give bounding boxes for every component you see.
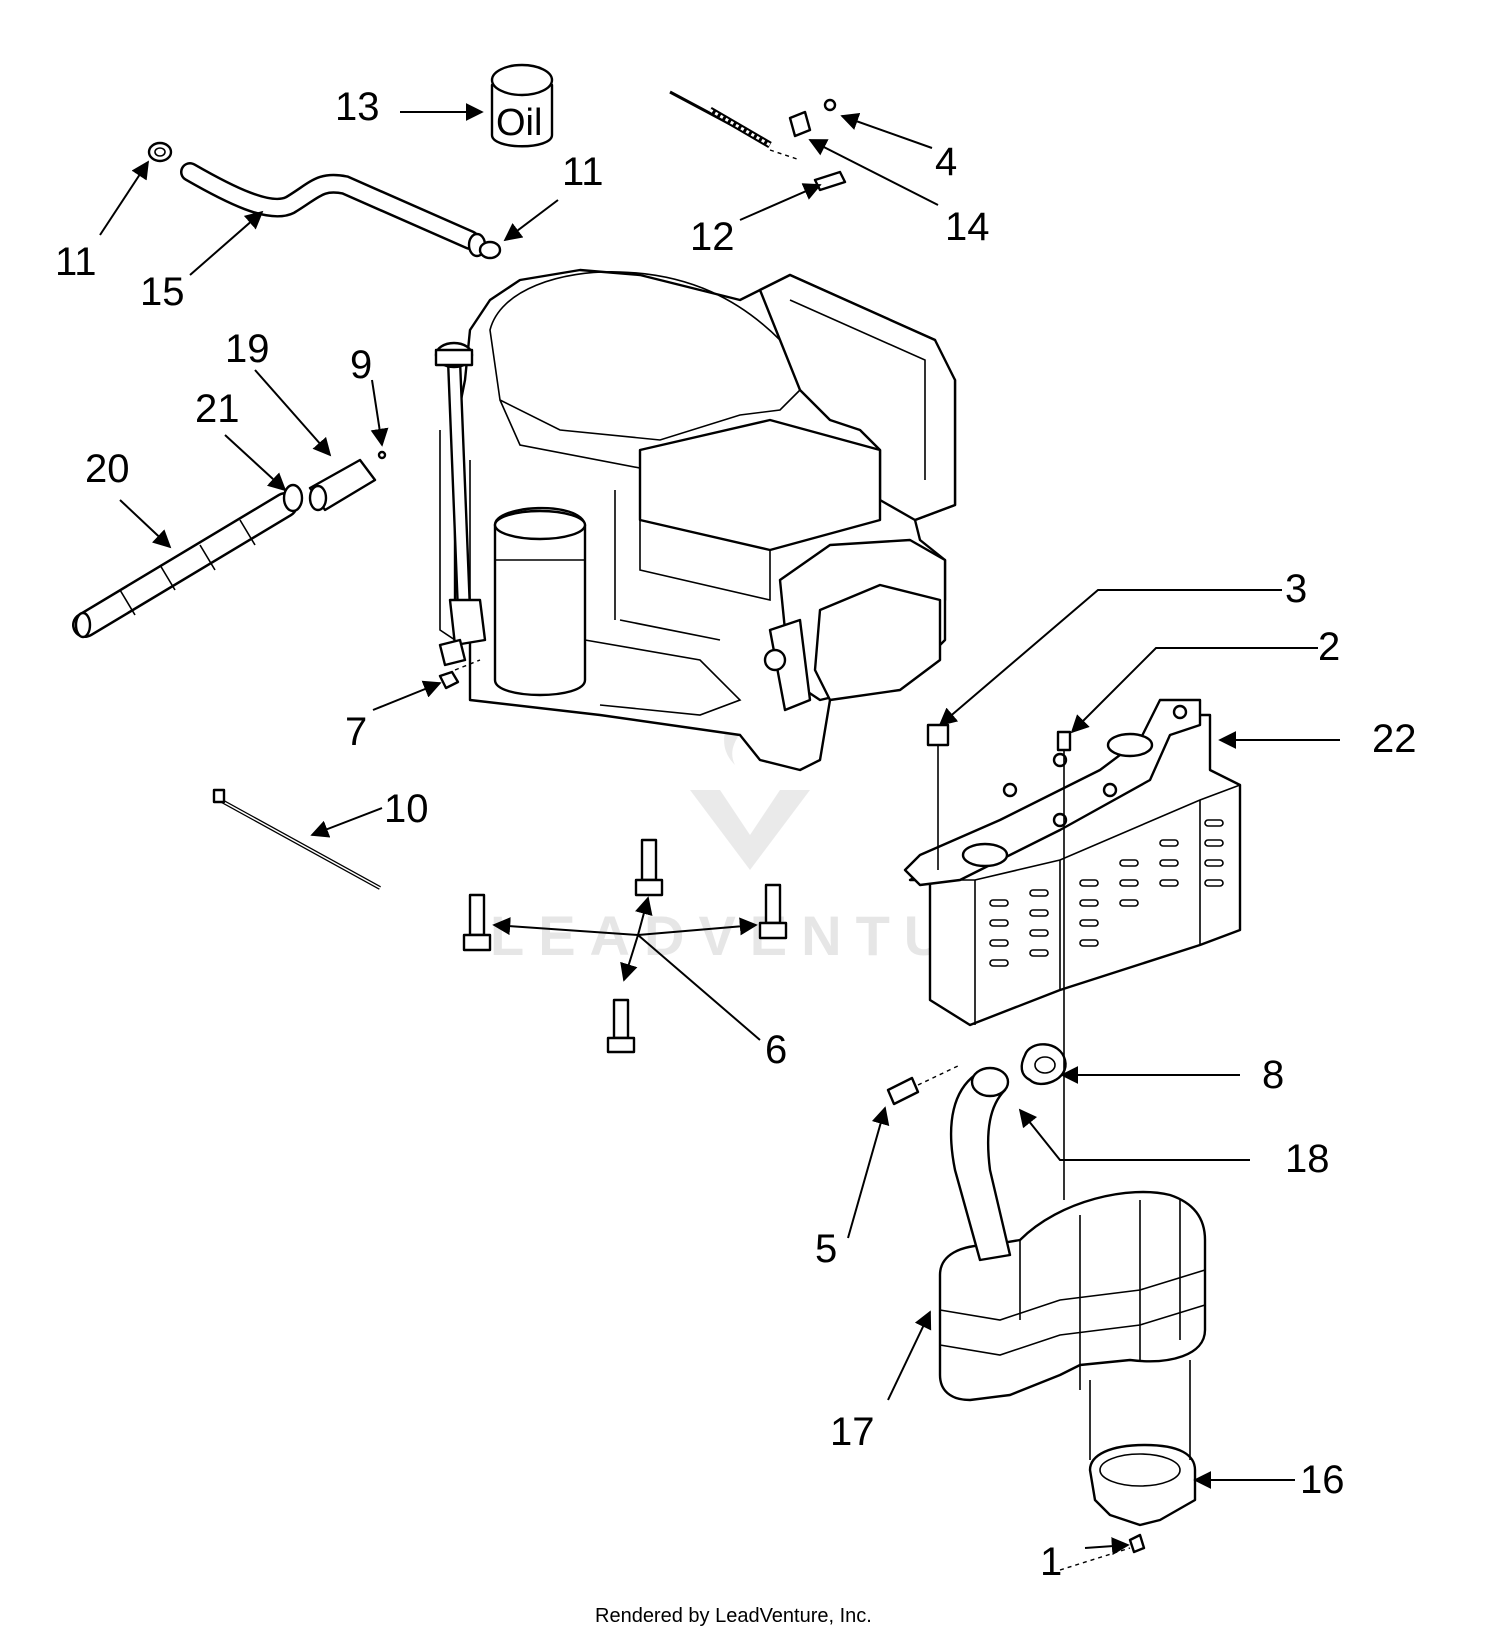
breather-hose (180, 162, 487, 258)
callout-19: 19 (225, 327, 270, 371)
callout-11-left: 11 (55, 240, 97, 284)
callout-1: 1 (1040, 1540, 1062, 1584)
bolt-left (462, 893, 492, 952)
callout-labels: 1 2 3 4 5 6 7 8 9 10 11 11 12 13 14 15 1… (55, 85, 1417, 1584)
bolt-right (758, 883, 788, 940)
engine (434, 268, 957, 772)
oil-filter: Oil (490, 63, 554, 148)
deflector-screw (1059, 1533, 1146, 1571)
leader-lines (99, 103, 1340, 1556)
bolt-bottom (606, 998, 636, 1054)
callout-5: 5 (815, 1227, 837, 1271)
heat-shield-screw (1056, 730, 1072, 1200)
callout-17: 17 (830, 1410, 875, 1454)
callout-22: 22 (1372, 717, 1417, 761)
fuel-filter (308, 450, 387, 512)
callout-11-right: 11 (562, 150, 604, 194)
exhaust-bolt (886, 1064, 961, 1106)
callout-12: 12 (690, 215, 735, 259)
callout-15: 15 (140, 270, 185, 314)
callout-6: 6 (765, 1028, 787, 1072)
callout-7: 7 (345, 710, 367, 754)
cable-tie (212, 788, 381, 890)
control-cable-assembly (669, 90, 847, 192)
callout-13: 13 (335, 85, 380, 129)
hose-clamp-left (147, 141, 173, 163)
heat-shield-bolt (926, 723, 950, 870)
callout-4: 4 (935, 140, 957, 184)
nut (438, 670, 460, 690)
callout-2: 2 (1318, 625, 1340, 669)
footer-credit: Rendered by LeadVenture, Inc. (595, 1605, 872, 1627)
callout-8: 8 (1262, 1053, 1284, 1097)
mounting-bolts (462, 838, 788, 1054)
callout-20: 20 (85, 447, 130, 491)
fuel-line (72, 492, 298, 639)
callout-3: 3 (1285, 567, 1307, 611)
callout-9: 9 (350, 343, 372, 387)
callout-16: 16 (1300, 1458, 1345, 1502)
muffler-heat-shield (903, 698, 1242, 1027)
bolt-top (634, 838, 664, 897)
fuel-line-clamp (282, 483, 304, 513)
hose-clamp-right (478, 240, 502, 260)
callout-18: 18 (1285, 1137, 1330, 1181)
callout-21: 21 (195, 387, 240, 431)
muffler (938, 1043, 1207, 1527)
oil-filter-label: Oil (496, 102, 542, 144)
callout-14: 14 (945, 205, 990, 249)
callout-10: 10 (384, 787, 429, 831)
heat-shield-louvers (989, 819, 1224, 967)
